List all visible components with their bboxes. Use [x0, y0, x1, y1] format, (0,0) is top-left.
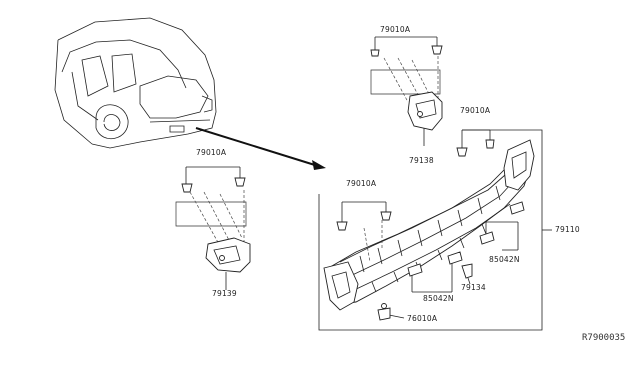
rear-panel-assembly: [318, 129, 552, 331]
clip-icon: [461, 263, 473, 279]
label-clip-top: 79010A: [380, 25, 411, 34]
vehicle-illustration: [54, 17, 217, 149]
bolt-icon: [336, 221, 348, 231]
label-grommet-76010a: 76010A: [407, 314, 438, 323]
bolt-icon: [456, 147, 468, 157]
bolt-icon: [181, 183, 193, 193]
reference-code: R7900035: [582, 333, 626, 343]
label-connector-upper: 85042N: [489, 255, 520, 264]
label-clip-right: 79010A: [460, 106, 491, 115]
connector-icon: [447, 251, 463, 265]
bracket-79139-assembly: [175, 166, 251, 290]
bolt-icon: [380, 211, 392, 221]
connector-icon: [509, 201, 525, 215]
bolt-icon: [370, 49, 380, 57]
label-bracket-79138: 79138: [409, 156, 434, 165]
label-clip-79134: 79134: [461, 283, 486, 292]
bolt-icon: [485, 139, 495, 149]
label-clip-left: 79010A: [196, 148, 227, 157]
grommet-icon: [377, 307, 391, 321]
label-connector-lower: 85042N: [423, 294, 454, 303]
connector-icon: [407, 263, 423, 277]
bracket-79138-assembly: [370, 36, 443, 146]
label-bracket-79139: 79139: [212, 289, 237, 298]
bolt-icon: [234, 177, 246, 187]
pointer-arrow: [195, 127, 326, 170]
label-clip-mid: 79010A: [346, 179, 377, 188]
connector-icon: [479, 231, 495, 245]
bolt-icon: [431, 45, 443, 55]
label-panel-79110: 79110: [555, 225, 580, 234]
